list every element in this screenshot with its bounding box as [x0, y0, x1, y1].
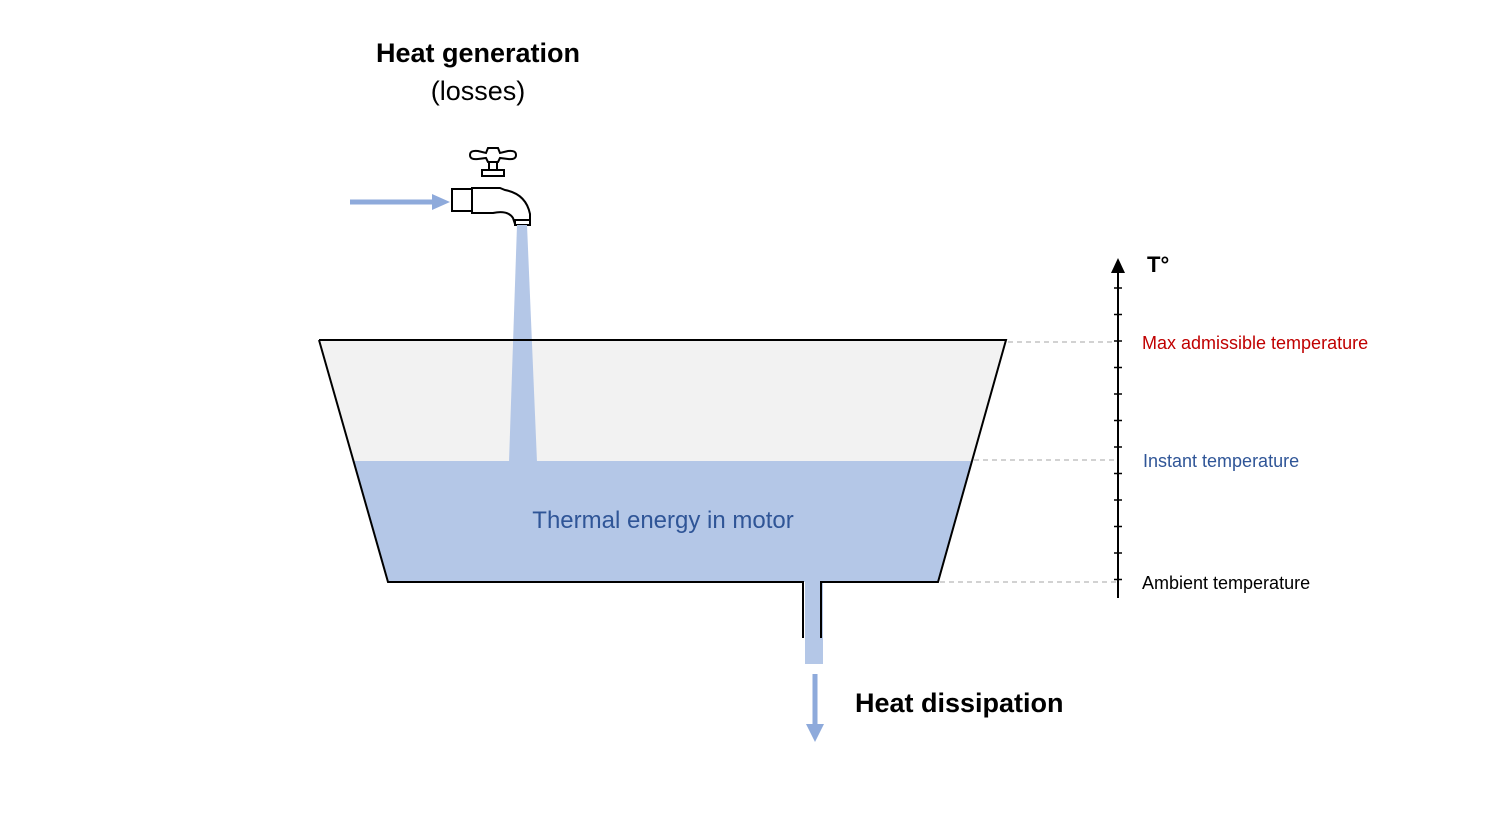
- tank-empty-region: [319, 340, 1006, 461]
- thermal-energy-label: Thermal energy in motor: [532, 507, 793, 534]
- temperature-axis-label: T°: [1147, 252, 1169, 277]
- instant-temperature-label: Instant temperature: [1143, 451, 1299, 471]
- heat-inflow-stream: [509, 225, 537, 462]
- faucet-icon: [451, 147, 531, 226]
- tank-outline: [319, 339, 1008, 638]
- temperature-axis: [1111, 258, 1125, 598]
- tank-outline-left: [318, 339, 804, 638]
- heat-dissipation-title: Heat dissipation: [855, 688, 1064, 718]
- ambient-temperature-label: Ambient temperature: [1142, 573, 1310, 593]
- losses-subtitle: (losses): [431, 76, 526, 106]
- max-admissible-temperature-label: Max admissible temperature: [1142, 333, 1368, 353]
- heat-generation-title: Heat generation: [376, 38, 580, 68]
- outflow-arrow-icon: [806, 674, 824, 742]
- thermal-energy-fill: [354, 461, 972, 582]
- inflow-arrow-icon: [350, 194, 450, 210]
- drain-water: [805, 582, 823, 664]
- axis-arrow-up-icon: [1111, 258, 1125, 273]
